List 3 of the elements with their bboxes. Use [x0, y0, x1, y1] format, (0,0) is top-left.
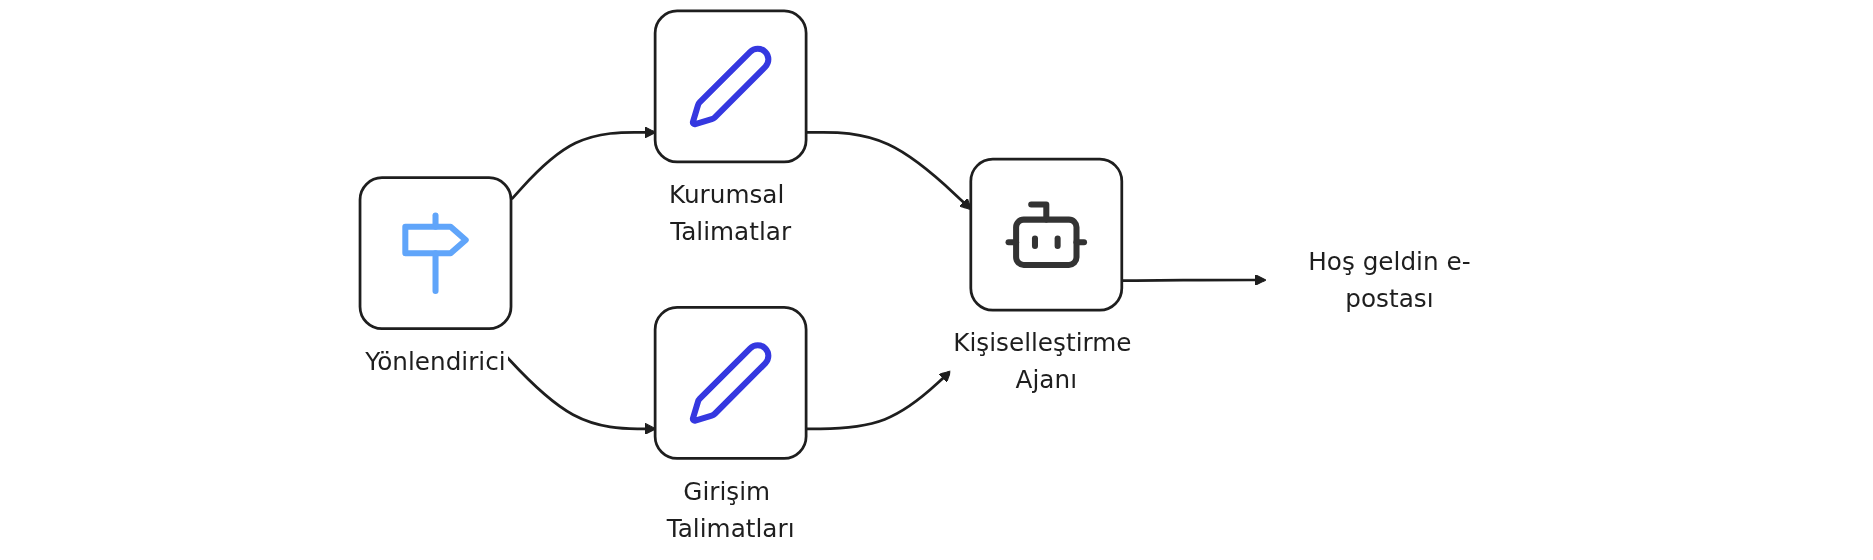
- arrow: [1122, 273, 1267, 287]
- arrow: [806, 370, 952, 431]
- node-text: Hoş geldin e-postası: [1308, 247, 1471, 313]
